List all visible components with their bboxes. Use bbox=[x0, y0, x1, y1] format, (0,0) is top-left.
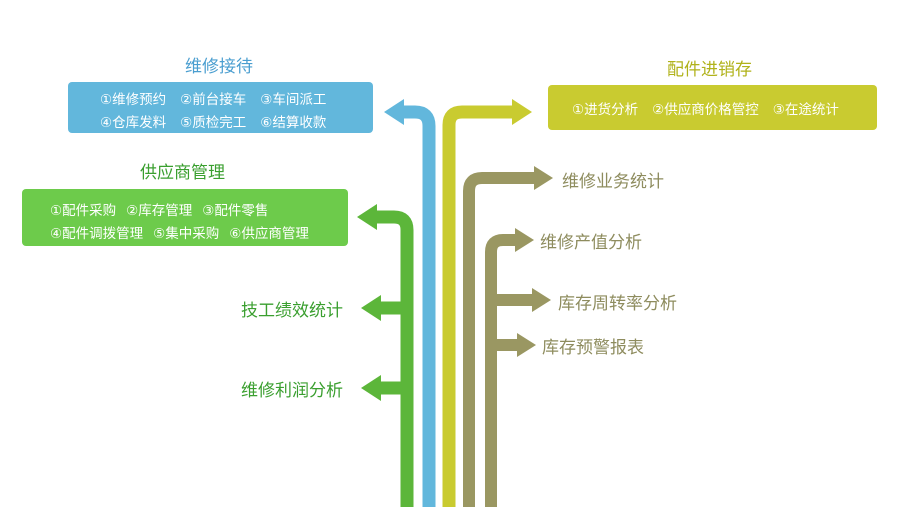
supplier-item: ⑥供应商管理 bbox=[229, 226, 309, 242]
supplier-item: ⑤集中采购 bbox=[153, 226, 220, 242]
supplier-row-2: ④配件调拨管理 ⑤集中采购 ⑥供应商管理 bbox=[50, 222, 309, 242]
reception-row-1: ①维修预约 ②前台接车 ③车间派工 bbox=[100, 88, 326, 108]
parts-box: ①进货分析 ②供应商价格管控 ③在途统计 bbox=[548, 85, 877, 130]
profit-arrow-head bbox=[361, 375, 381, 401]
inventory-warning-label: 库存预警报表 bbox=[542, 338, 644, 358]
supplier-box: ①配件采购 ②库存管理 ③配件零售 ④配件调拨管理 ⑤集中采购 ⑥供应商管理 bbox=[22, 189, 348, 246]
reception-item: ⑤质检完工 bbox=[180, 115, 247, 131]
reception-item: ①维修预约 bbox=[100, 92, 167, 108]
output-arrow-shaft bbox=[485, 234, 518, 507]
repair-stats-arrow-head bbox=[534, 166, 553, 190]
reception-title: 维修接待 bbox=[185, 57, 253, 77]
parts-title: 配件进销存 bbox=[667, 60, 752, 80]
reception-item: ⑥结算收款 bbox=[260, 115, 327, 131]
repair-stats-arrow-shaft bbox=[463, 172, 536, 507]
reception-item: ③车间派工 bbox=[260, 92, 327, 108]
parts-item: ③在途统计 bbox=[772, 102, 839, 118]
supplier-arrow-head bbox=[357, 204, 377, 230]
supplier-item: ③配件零售 bbox=[202, 203, 269, 219]
repair-stats-label: 维修业务统计 bbox=[562, 172, 664, 192]
supplier-item: ①配件采购 bbox=[50, 203, 117, 219]
supplier-title: 供应商管理 bbox=[140, 163, 225, 183]
supplier-item: ②库存管理 bbox=[126, 203, 193, 219]
parts-arrow-head bbox=[512, 99, 532, 125]
reception-arrow-head bbox=[384, 99, 404, 125]
supplier-arrow-shaft bbox=[376, 210, 414, 507]
parts-arrow-shaft bbox=[442, 105, 515, 507]
reception-box: ①维修预约 ②前台接车 ③车间派工 ④仓库发料 ⑤质检完工 ⑥结算收款 bbox=[68, 82, 373, 133]
tech-performance-label: 技工绩效统计 bbox=[241, 301, 343, 321]
reception-arrow-shaft bbox=[403, 105, 436, 507]
output-value-label: 维修产值分析 bbox=[540, 233, 642, 253]
supplier-row-1: ①配件采购 ②库存管理 ③配件零售 bbox=[50, 199, 268, 219]
turnover-arrow-head bbox=[532, 288, 551, 312]
parts-row-1: ①进货分析 ②供应商价格管控 ③在途统计 bbox=[572, 98, 839, 118]
parts-item: ②供应商价格管控 bbox=[652, 102, 759, 118]
reception-row-2: ④仓库发料 ⑤质检完工 ⑥结算收款 bbox=[100, 111, 326, 131]
repair-profit-label: 维修利润分析 bbox=[241, 381, 343, 401]
turnover-label: 库存周转率分析 bbox=[558, 294, 677, 314]
output-arrow-head bbox=[515, 228, 534, 252]
supplier-item: ④配件调拨管理 bbox=[50, 226, 144, 242]
parts-item: ①进货分析 bbox=[572, 102, 639, 118]
reception-item: ④仓库发料 bbox=[100, 115, 167, 131]
warning-arrow-head bbox=[517, 333, 536, 357]
tech-arrow-head bbox=[361, 295, 381, 321]
reception-item: ②前台接车 bbox=[180, 92, 247, 108]
